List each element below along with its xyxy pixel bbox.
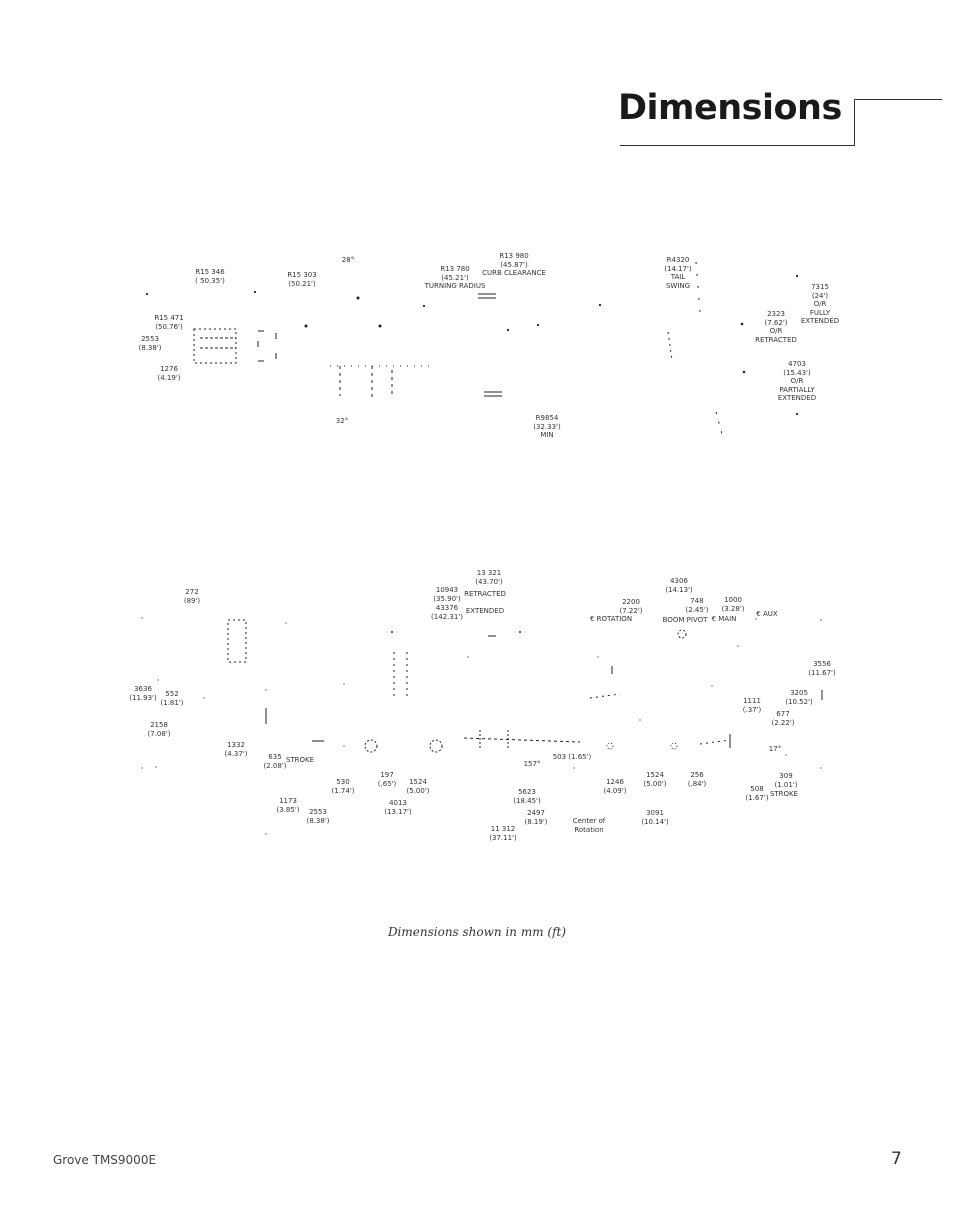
boom-pivot-label: BOOM PIVOT	[662, 616, 708, 624]
angle-label: 17°	[768, 745, 782, 753]
main-centerline-label: € MAIN	[711, 615, 737, 623]
dimension-label: 2553 (8.38')	[306, 808, 330, 825]
dimension-label: R4320 (14.17') TAIL SWING	[664, 256, 692, 290]
dimension-label: 508 (1.67')	[745, 785, 769, 802]
dimension-label: 1173 (3.85')	[276, 797, 300, 814]
dimension-label: 1000 (3.28')	[721, 596, 745, 613]
dimension-label: 309 (1.01')	[774, 772, 798, 789]
dimension-label: 748 (2.45')	[685, 597, 709, 614]
title-rule	[620, 145, 854, 146]
dimension-label: 3091 (10.14')	[641, 809, 669, 826]
angle-label: 157°	[523, 760, 541, 768]
dimension-label: 272 (89')	[183, 588, 201, 605]
center-of-rotation-label: Center of Rotation	[572, 817, 606, 834]
dimension-label: 256 (.84')	[687, 771, 707, 788]
dimension-label: 3556 (11.67')	[808, 660, 836, 677]
rotation-centerline-label: € ROTATION	[589, 615, 633, 623]
dimension-label: 530 (1.74')	[331, 778, 355, 795]
dimension-label: 2323 (7.62') O/R RETRACTED	[755, 310, 797, 344]
dimension-label: 5623 (18.45')	[513, 788, 541, 805]
stroke-label: STROKE	[285, 756, 315, 764]
title-bracket	[854, 99, 942, 146]
aux-centerline-label: € AUX	[756, 610, 778, 618]
dimension-label: 552 (1.81')	[160, 690, 184, 707]
dimension-label: 2553 (8.38')	[138, 335, 162, 352]
dimension-label: 1111 (.37')	[742, 697, 762, 714]
dimension-label: RETRACTED	[464, 590, 506, 598]
crane-top-view-drawing	[145, 261, 799, 435]
dimension-label: 13 321 (43.70')	[475, 569, 503, 586]
angle-label: 32°	[335, 417, 349, 425]
dimension-label: 635 (2.08')	[263, 753, 287, 770]
crane-side-view-drawing	[141, 617, 823, 835]
dimension-label: 10943 (35.90')	[433, 586, 461, 603]
page-title: Dimensions	[618, 88, 842, 128]
dimension-label: 3205 (10.52')	[785, 689, 813, 706]
dimension-label: 2497 (8.19')	[524, 809, 548, 826]
dimension-label: 677 (2.22')	[771, 710, 795, 727]
dimension-label: R15 303 (50.21')	[287, 271, 317, 288]
dimensions-caption: Dimensions shown in mm (ft)	[387, 925, 567, 939]
dimension-label: 1332 (4.37')	[224, 741, 248, 758]
dimension-label: 43376 (142.31')	[431, 604, 463, 621]
dimension-label: R9854 (32.33') MIN	[533, 414, 561, 440]
dimension-label: R15 346 ( 50.35')	[195, 268, 225, 285]
dimension-label: 4013 (13.17')	[384, 799, 412, 816]
page-number: 7	[891, 1149, 902, 1169]
dimension-label: 4703 (15.43') O/R PARTIALLY EXTENDED	[777, 360, 817, 403]
dimension-label: 1246 (4.09')	[603, 778, 627, 795]
dimension-label: 4306 (14.13')	[665, 577, 693, 594]
dimension-label: 7315 (24') O/R FULLY EXTENDED	[800, 283, 840, 326]
angle-label: 28°	[341, 256, 355, 264]
footer-product-name: Grove TMS9000E	[53, 1153, 157, 1167]
dimension-label: 2158 (7.08')	[147, 721, 171, 738]
dimension-label: EXTENDED	[465, 607, 505, 615]
dimension-label: R13 980 (45.87') CURB CLEARANCE	[482, 252, 546, 278]
dimension-label: 1524 (5.00')	[406, 778, 430, 795]
dimension-label: R15 471 (50.76')	[154, 314, 184, 331]
stroke-label: STROKE	[769, 790, 799, 798]
dimension-label: 503 (1.65')	[552, 753, 592, 761]
dimension-label: 1276 (4.19')	[157, 365, 181, 382]
dimension-label: 197 (.65')	[377, 771, 397, 788]
dimension-label: 3636 (11.93')	[129, 685, 157, 702]
dimension-label: 1524 (5.00')	[643, 771, 667, 788]
dimension-label: 2200 (7.22')	[619, 598, 643, 615]
dimension-label: R13 780 (45.21') TURNING RADIUS	[424, 265, 486, 291]
dimension-label: 11 312 (37.11')	[489, 825, 517, 842]
